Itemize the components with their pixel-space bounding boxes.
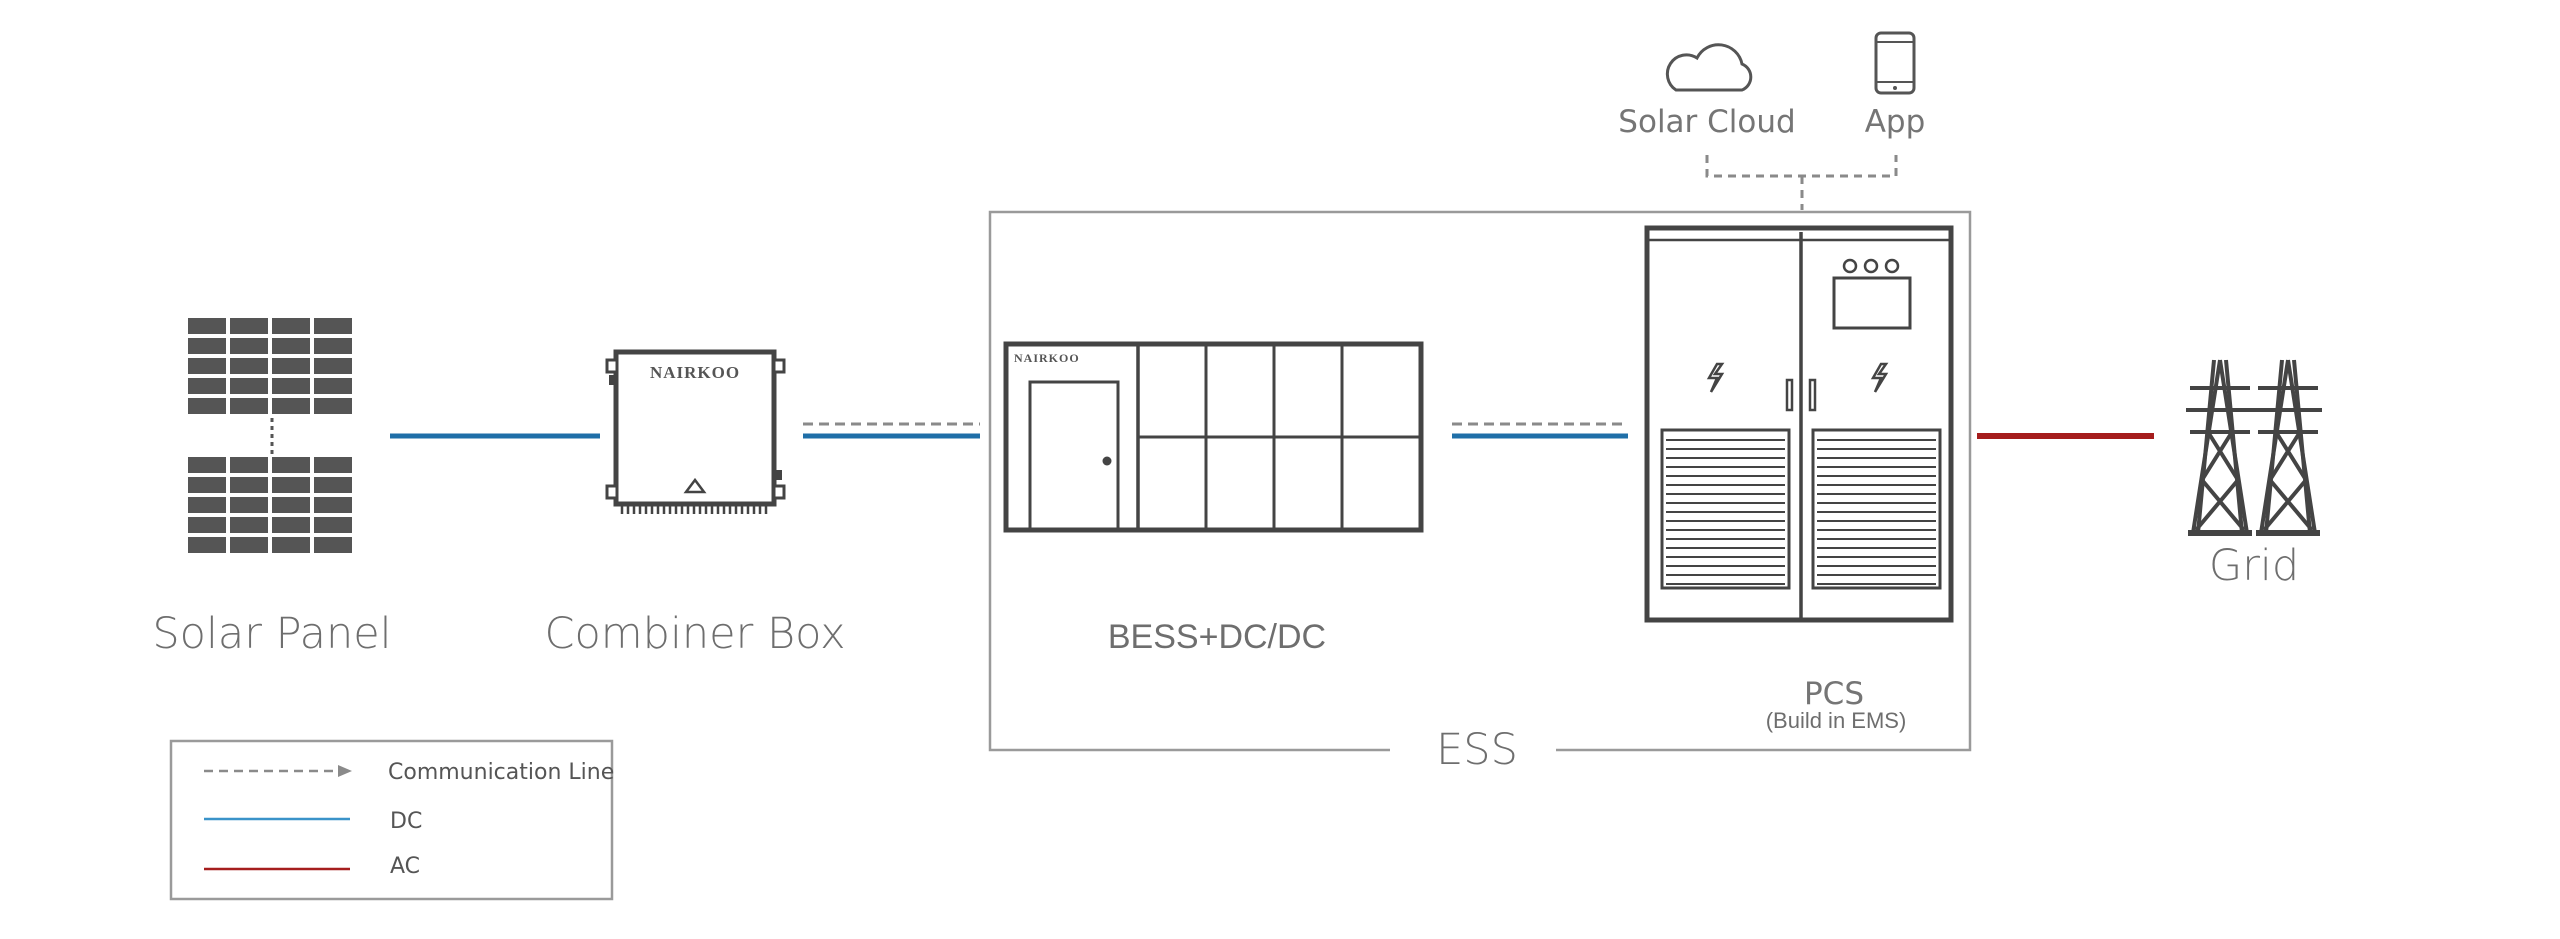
pcs-cabinet-icon <box>1644 225 1954 623</box>
pcs-sublabel: (Build in EMS) <box>1766 708 1907 733</box>
solar-panel-icon <box>188 318 352 553</box>
solar-panel-label: Solar Panel <box>152 609 391 659</box>
legend-box <box>169 739 614 901</box>
combiner-box-label: Combiner Box <box>544 609 845 659</box>
pcs-label: PCS <box>1804 676 1864 712</box>
combiner-brand: NAIRKOO <box>650 363 740 382</box>
bess-container-icon <box>1003 341 1424 533</box>
phone-icon <box>1874 31 1916 95</box>
grid-label: Grid <box>2209 541 2299 591</box>
app-label: App <box>1865 104 1926 140</box>
transmission-tower-icon <box>2186 359 2322 536</box>
solar-cloud-label: Solar Cloud <box>1618 104 1795 140</box>
combiner-box-icon <box>605 349 786 514</box>
ess-label: ESS <box>1436 725 1518 775</box>
arrow-right-icon <box>338 765 352 777</box>
lightning-bolt-icon <box>1706 362 1889 393</box>
cloud-icon <box>1665 43 1753 92</box>
bess-brand: NAIRKOO <box>1014 351 1080 365</box>
legend-ac-label: AC <box>390 854 420 879</box>
bess-label: BESS+DC/DC <box>1108 618 1326 656</box>
ess-frame <box>988 210 1972 752</box>
legend-comm-label: Communication Line <box>388 760 614 785</box>
comm-line-cloud-pcs <box>1705 155 1898 210</box>
legend-dc-label: DC <box>390 809 422 834</box>
